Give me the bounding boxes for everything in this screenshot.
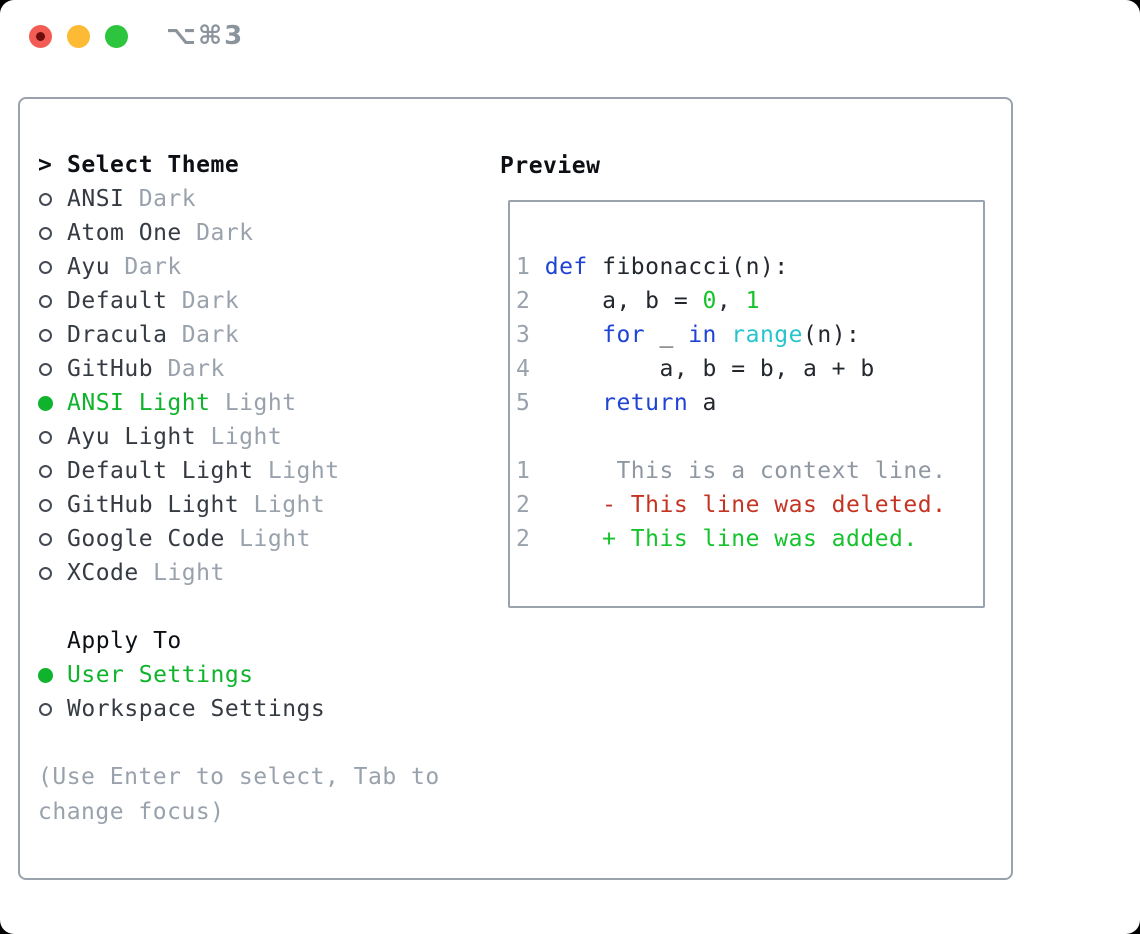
radio-selected-icon (38, 395, 53, 411)
theme-option-dracula[interactable]: Dracula Dark (38, 318, 340, 352)
minimize-button[interactable] (67, 25, 90, 48)
theme-list-title: Select Theme (67, 152, 240, 178)
theme-option-variant: Light (138, 560, 225, 586)
main-panel (18, 97, 1013, 880)
theme-option-variant: Dark (110, 254, 182, 280)
help-text-line: change focus) (38, 799, 225, 825)
apply-option-user-settings[interactable]: User Settings (38, 658, 325, 692)
theme-option-variant: Dark (167, 288, 240, 314)
radio-unselected-icon (39, 430, 52, 444)
theme-option-label: Dracula (67, 322, 168, 348)
radio-unselected-icon (39, 226, 52, 240)
radio-unselected-icon (39, 294, 52, 308)
window-shortcut-label: ⌥⌘3 (166, 21, 245, 51)
theme-option-variant: Light (210, 390, 297, 416)
theme-option-default-light[interactable]: Default Light Light (38, 454, 340, 488)
cursor-arrow-icon: > (38, 152, 53, 178)
theme-option-label: Ayu (67, 254, 111, 280)
theme-option-ayu[interactable]: Ayu Dark (38, 250, 340, 284)
theme-option-label: Default Light (67, 458, 254, 484)
theme-option-xcode[interactable]: XCode Light (38, 556, 340, 590)
theme-option-variant: Dark (167, 322, 240, 348)
theme-option-ansi[interactable]: ANSI Dark (38, 182, 340, 216)
radio-unselected-icon (39, 362, 52, 376)
theme-option-label: GitHub (67, 356, 154, 382)
code-line: 2 a, b = 0, 1 (516, 288, 760, 314)
preview-pane (508, 200, 985, 608)
code-line: 2 - This line was deleted. (516, 492, 947, 518)
code-line: 5 return a (516, 390, 717, 416)
preview-title: Preview (500, 153, 601, 179)
theme-option-label: Ayu Light (67, 424, 197, 450)
theme-option-variant: Dark (153, 356, 225, 382)
code-line: 1 def fibonacci(n): (516, 254, 789, 280)
apply-to-title: Apply To (67, 628, 182, 654)
help-text-line: (Use Enter to select, Tab to (38, 764, 440, 790)
radio-unselected-icon (39, 498, 52, 512)
code-line: 2 + This line was added. (516, 526, 918, 552)
theme-list-header: > Select Theme (38, 148, 340, 182)
code-preview: 1 def fibonacci(n): 2 a, b = 0, 1 3 for _ … (516, 250, 946, 556)
radio-unselected-icon (39, 192, 52, 206)
theme-option-google-code[interactable]: Google Code Light (38, 522, 340, 556)
help-text: (Use Enter to select, Tab to change focus… (38, 760, 440, 830)
theme-option-label: ANSI (67, 186, 125, 212)
preview-header: Preview (500, 149, 600, 183)
code-line: 3 for _ in range(n): (516, 322, 861, 348)
theme-option-github-light[interactable]: GitHub Light Light (38, 488, 340, 522)
theme-option-variant: Light (224, 526, 311, 552)
theme-option-ayu-light[interactable]: Ayu Light Light (38, 420, 340, 454)
theme-option-variant: Light (239, 492, 326, 518)
radio-unselected-icon (39, 260, 52, 274)
radio-unselected-icon (39, 532, 52, 546)
radio-unselected-icon (39, 328, 52, 342)
radio-selected-icon (38, 667, 53, 683)
code-line (516, 420, 946, 454)
zoom-button[interactable] (105, 25, 128, 48)
theme-option-variant: Dark (124, 186, 197, 212)
close-button[interactable] (29, 25, 52, 48)
titlebar-traffic-lights (29, 25, 128, 48)
radio-unselected-icon (39, 702, 52, 716)
code-line: 4 a, b = b, a + b (516, 356, 875, 382)
apply-option-label: Workspace Settings (67, 696, 326, 722)
theme-option-label: XCode (67, 560, 139, 586)
radio-unselected-icon (39, 464, 52, 478)
close-dot-icon (36, 32, 45, 41)
apply-to-header: Apply To (38, 624, 325, 658)
apply-option-workspace-settings[interactable]: Workspace Settings (38, 692, 325, 726)
theme-option-atom-one[interactable]: Atom One Dark (38, 216, 340, 250)
theme-option-variant: Dark (181, 220, 254, 246)
theme-option-ansi-light[interactable]: ANSI Light Light (38, 386, 340, 420)
theme-option-variant: Light (196, 424, 283, 450)
theme-option-label: ANSI Light (67, 390, 211, 416)
theme-option-variant: Light (253, 458, 340, 484)
theme-option-label: Google Code (67, 526, 225, 552)
theme-option-github[interactable]: GitHub Dark (38, 352, 340, 386)
theme-option-label: Default (67, 288, 168, 314)
radio-unselected-icon (39, 566, 52, 580)
theme-option-default[interactable]: Default Dark (38, 284, 340, 318)
theme-option-label: Atom One (67, 220, 182, 246)
apply-option-label: User Settings (67, 662, 254, 688)
code-line: 1 This is a context line. (516, 458, 947, 484)
theme-option-label: GitHub Light (67, 492, 240, 518)
